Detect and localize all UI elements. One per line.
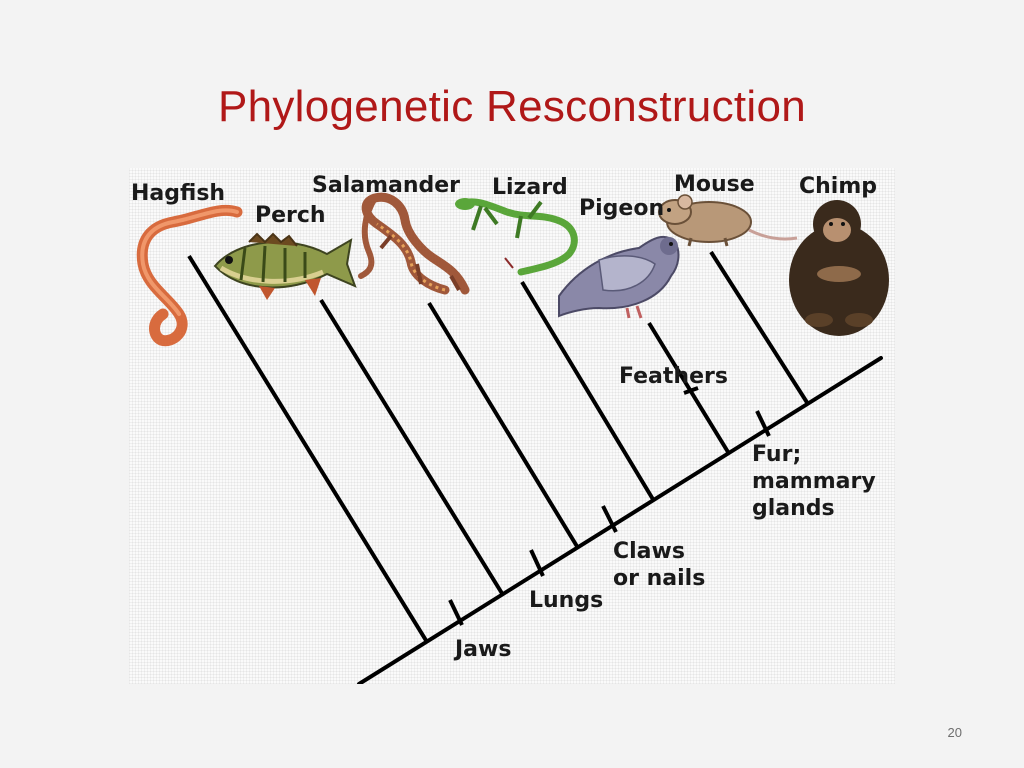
tick-jaws — [448, 599, 464, 626]
taxon-label-mouse: Mouse — [674, 172, 755, 197]
branch-lizard — [520, 280, 656, 503]
tick-claws — [601, 505, 618, 533]
tick-fur — [755, 410, 771, 437]
taxon-label-salamander: Salamander — [312, 173, 461, 198]
salamander-icon — [358, 192, 470, 295]
branch-pigeon — [647, 321, 730, 454]
branch-mouse — [709, 250, 810, 406]
branch-perch — [319, 298, 505, 597]
trait-label-fur: Fur; mammary glands — [752, 442, 876, 521]
branch-salamander — [427, 301, 580, 550]
taxon-label-hagfish: Hagfish — [131, 181, 226, 206]
slide-number: 20 — [947, 725, 962, 740]
pigeon-icon — [558, 235, 680, 319]
lizard-icon — [455, 198, 578, 276]
tree-trunk — [357, 356, 883, 684]
cladogram-svg — [136, 192, 889, 684]
trait-label-jaws: Jaws — [455, 637, 512, 662]
slide-title: Phylogenetic Resconstruction — [217, 82, 807, 131]
taxon-label-pigeon: Pigeon — [579, 196, 665, 221]
taxon-label-lizard: Lizard — [492, 175, 568, 200]
trait-label-lungs: Lungs — [529, 588, 604, 613]
trait-label-feathers: Feathers — [619, 364, 728, 389]
branch-hagfish — [187, 254, 429, 644]
tick-lungs — [529, 549, 545, 577]
chimp-icon — [789, 200, 889, 336]
taxon-label-perch: Perch — [255, 203, 326, 228]
phylogenetic-tree-figure: Hagfish Perch Salamander Lizard Pigeon M… — [129, 168, 895, 684]
trait-label-claws: Claws or nails — [613, 539, 706, 591]
taxon-label-chimp: Chimp — [799, 174, 878, 199]
tick-feathers — [683, 386, 699, 395]
mouse-icon — [658, 194, 798, 247]
hagfish-icon — [136, 204, 243, 347]
perch-icon — [213, 232, 357, 300]
